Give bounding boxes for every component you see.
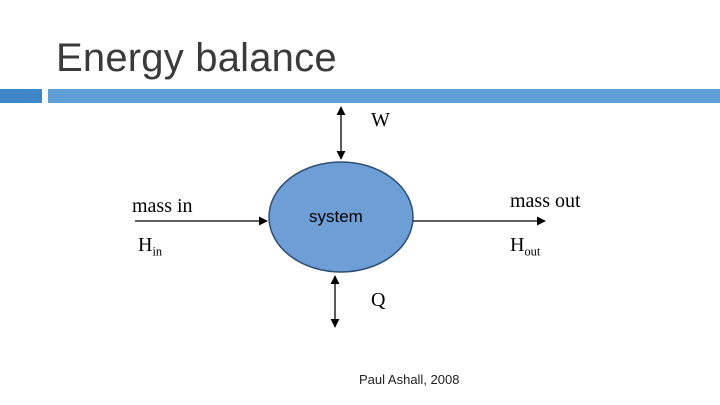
enthalpy-in-subscript: in: [152, 244, 163, 259]
work-label: W: [371, 109, 390, 131]
system-ellipse: [268, 161, 414, 273]
mass-in-label: mass in: [132, 195, 193, 217]
accent-bar-right: [48, 89, 720, 103]
heat-label: Q: [371, 289, 386, 311]
enthalpy-out-symbol: H: [510, 234, 525, 256]
accent-bar-left: [0, 89, 42, 103]
slide-title: Energy balance: [56, 36, 337, 80]
enthalpy-in-label: Hin: [138, 234, 162, 259]
mass-out-label: mass out: [510, 190, 581, 212]
enthalpy-in-symbol: H: [138, 234, 153, 256]
enthalpy-out-subscript: out: [524, 244, 541, 259]
enthalpy-out-label: Hout: [510, 234, 540, 259]
credit-text: Paul Ashall, 2008: [359, 372, 460, 387]
system-label: system: [309, 207, 363, 226]
